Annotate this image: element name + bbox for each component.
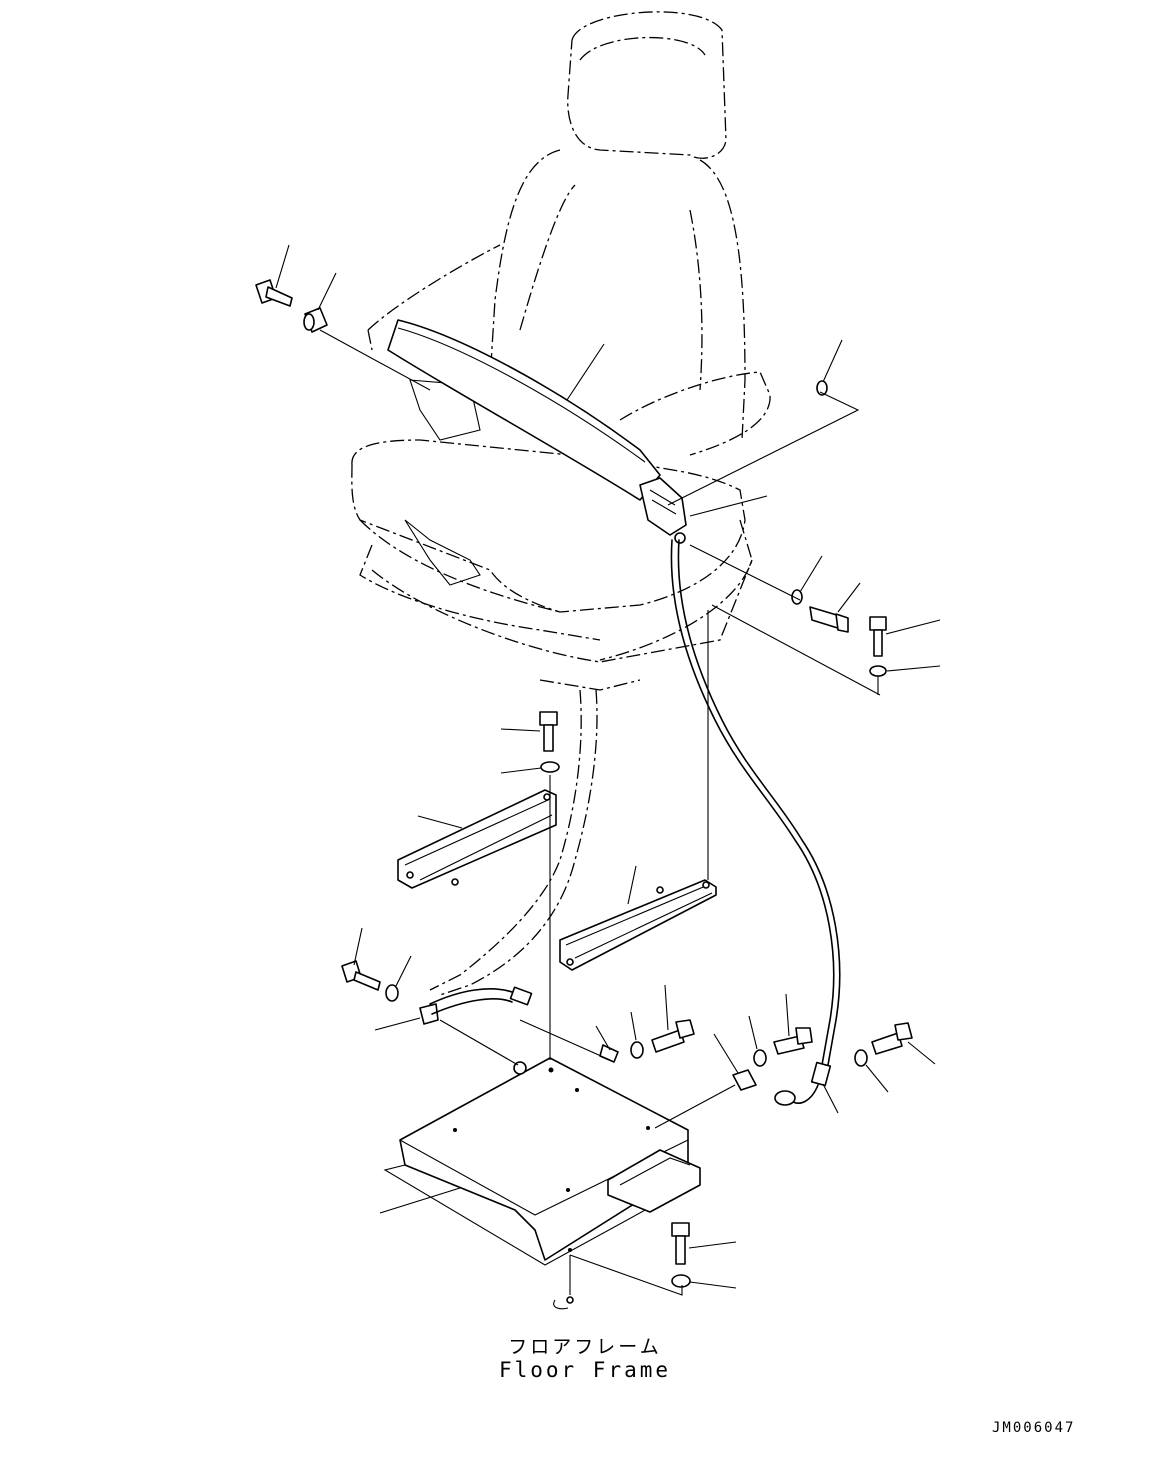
bolt-icon [773,1027,813,1055]
floor-frame-label-en: Floor Frame [498,1358,672,1382]
washer-icon [816,380,828,396]
washer-icon [540,761,560,773]
operator-seat-outline [351,11,771,996]
bolt-icon [809,606,849,633]
seat-belt [387,319,687,544]
spacer-icon [303,307,328,333]
washer-icon [753,1049,767,1067]
terminal-icon [732,1069,757,1091]
seat-stand [383,1057,701,1310]
bolt-icon [539,711,558,752]
seat-rail-left [397,789,557,889]
bolt-icon [869,616,887,657]
bolt-icon [255,279,293,307]
drawing-number: JM006047 [992,1420,1076,1436]
leader-lines [275,244,941,1289]
washer-icon [791,589,803,605]
assembly-lines [319,329,881,1296]
washer-icon [630,1041,644,1059]
bolt-icon [871,1022,913,1055]
washer-icon [869,665,887,677]
bolt-icon [671,1222,690,1265]
floor-frame-label-jp: フロアフレーム [508,1336,662,1358]
clamp-icon [419,986,533,1025]
bolt-icon [651,1019,695,1053]
washer-icon [671,1274,691,1288]
seat-rail-right [559,879,717,971]
seat-belt-switch-cable [670,539,841,1106]
washer-icon [854,1049,868,1067]
bolt-icon [341,960,381,991]
hardware [255,279,913,1288]
washer-icon [385,984,399,1002]
